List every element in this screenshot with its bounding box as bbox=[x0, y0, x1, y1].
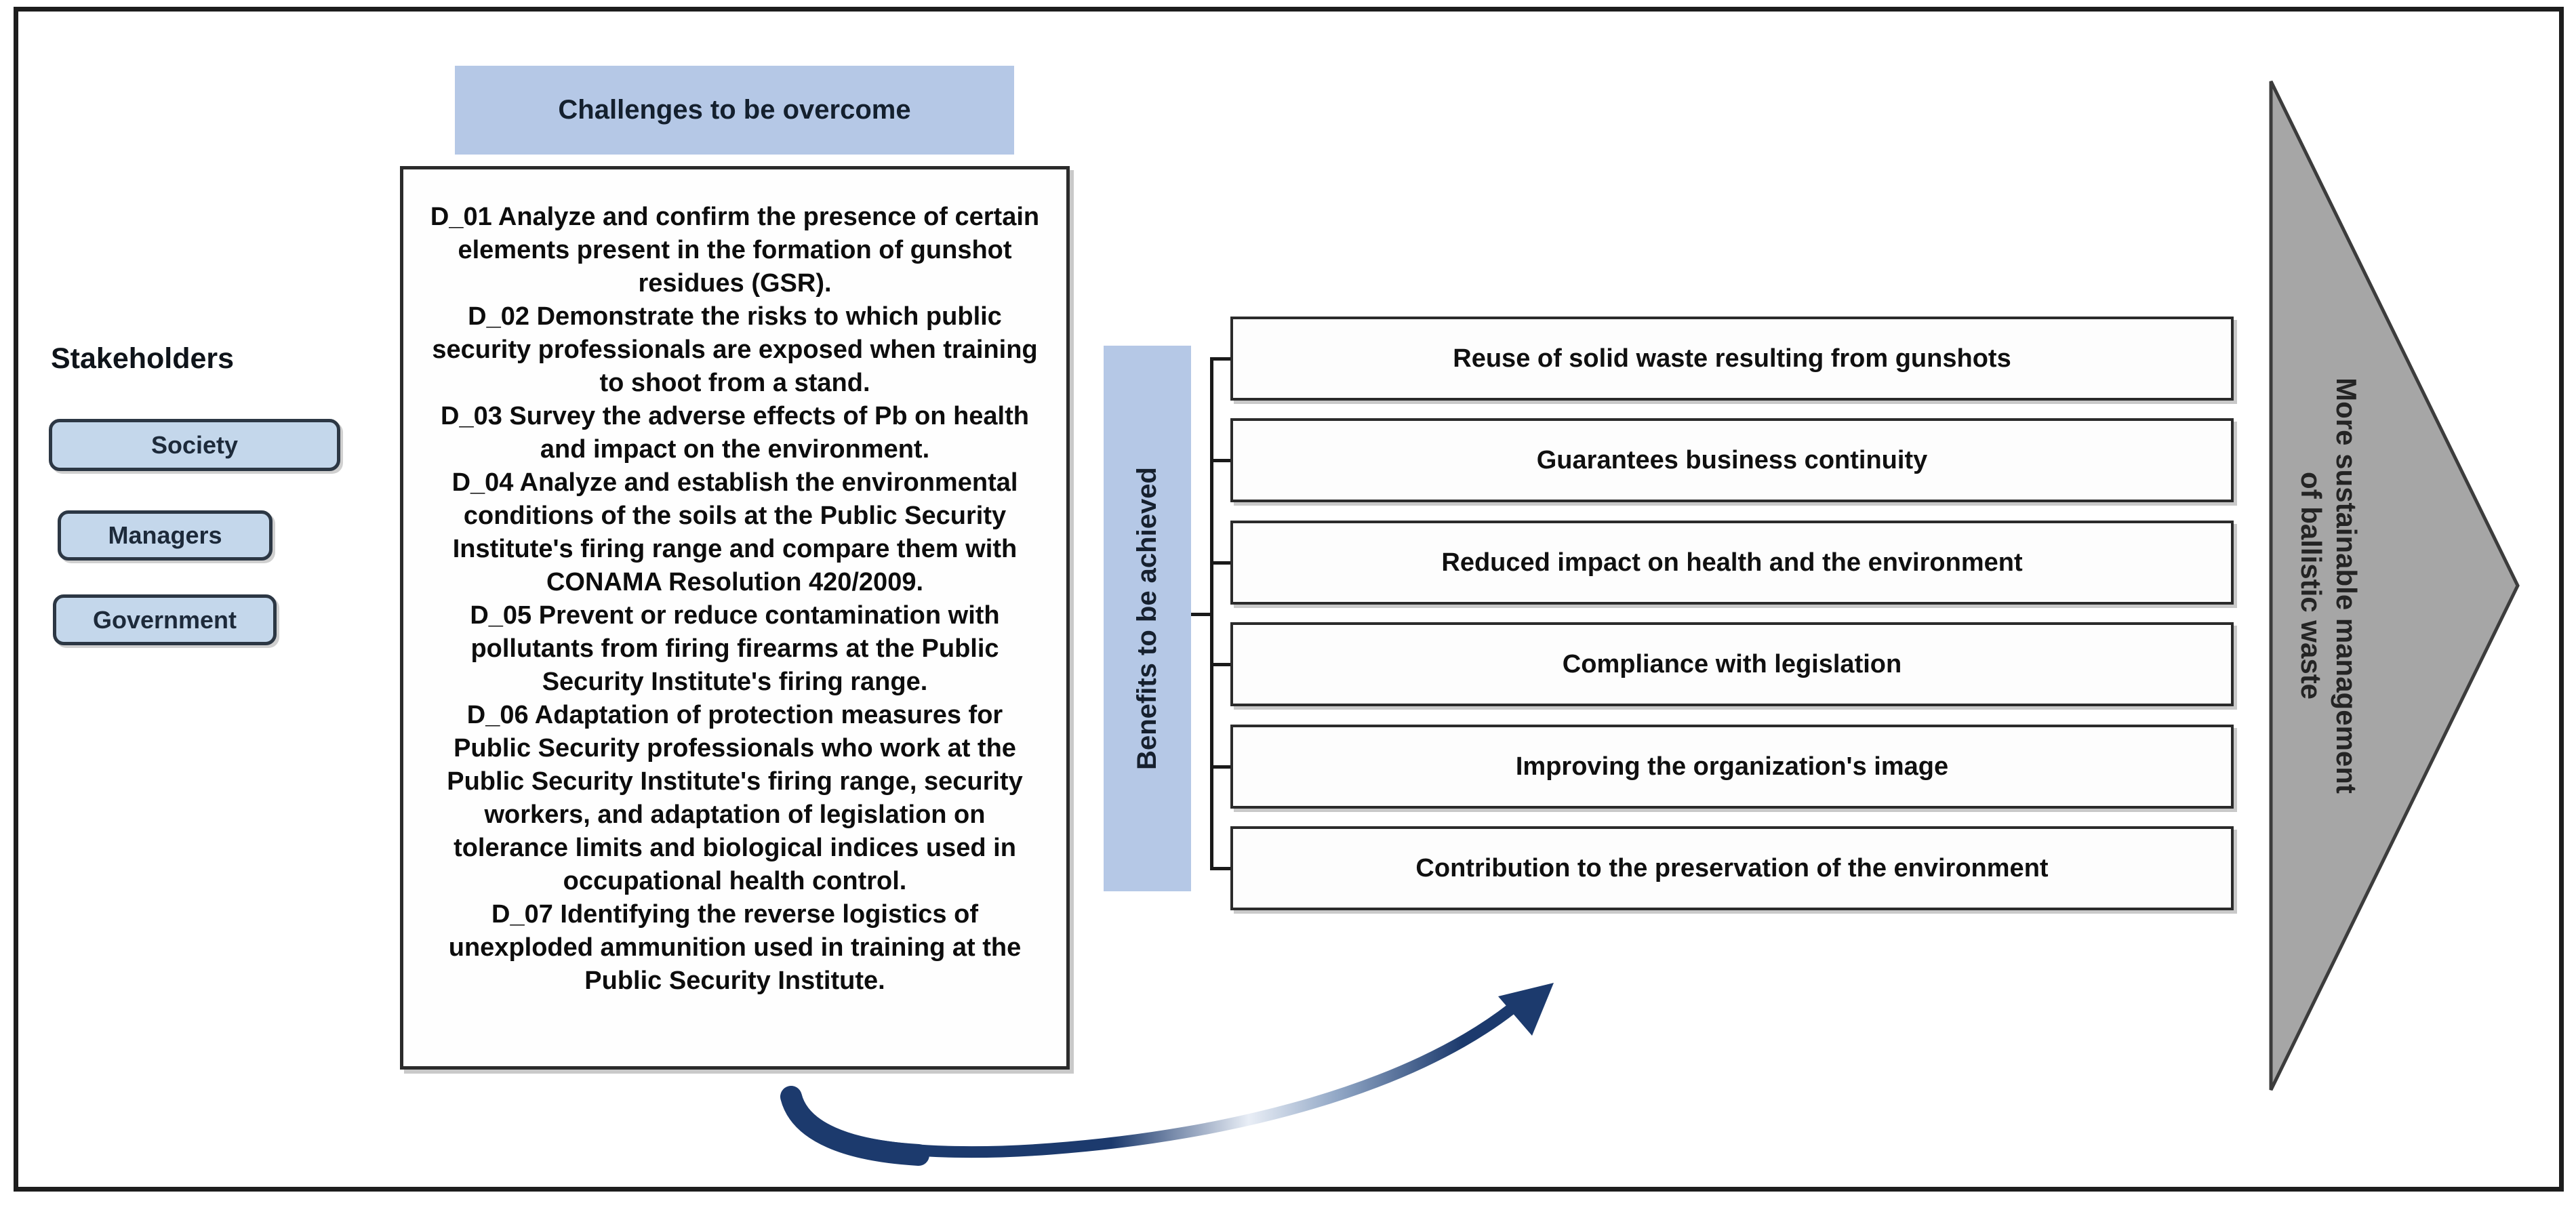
challenge-item-d06: D_06 Adaptation of protection measures f… bbox=[447, 701, 1023, 895]
benefit-box-image: Improving the organization's image bbox=[1230, 725, 2234, 809]
benefits-label: Benefits to be achieved bbox=[1132, 467, 1162, 770]
benefit-box-compliance: Compliance with legislation bbox=[1230, 622, 2234, 706]
bracket-connector-2 bbox=[1210, 459, 1230, 462]
benefit-box-reduced-impact: Reduced impact on health and the environ… bbox=[1230, 521, 2234, 605]
bracket-connector-4 bbox=[1210, 663, 1230, 666]
challenges-header: Challenges to be overcome bbox=[455, 66, 1014, 155]
challenge-item-d03: D_03 Survey the adverse effects of Pb on… bbox=[441, 402, 1029, 464]
benefit-box-reuse: Reuse of solid waste resulting from guns… bbox=[1230, 317, 2234, 401]
bracket-connector-5 bbox=[1210, 765, 1230, 769]
outcome-label-line2: of ballistic waste bbox=[2295, 471, 2327, 700]
bracket-connector-1 bbox=[1210, 357, 1230, 361]
challenge-item-d02: D_02 Demonstrate the risks to which publ… bbox=[432, 302, 1038, 397]
bracket-connector-3 bbox=[1210, 561, 1230, 565]
benefits-label-box bbox=[1104, 346, 1191, 891]
stakeholder-managers: Managers bbox=[58, 510, 273, 561]
challenge-item-d05: D_05 Prevent or reduce contamination wit… bbox=[470, 601, 1000, 696]
challenge-item-d04: D_04 Analyze and establish the environme… bbox=[451, 468, 1018, 596]
challenge-item-d01: D_01 Analyze and confirm the presence of… bbox=[430, 203, 1040, 298]
stakeholder-government: Government bbox=[53, 594, 277, 645]
bracket-connector-6 bbox=[1210, 867, 1230, 870]
bracket-spine bbox=[1210, 357, 1213, 870]
benefit-box-continuity: Guarantees business continuity bbox=[1230, 418, 2234, 502]
challenge-item-d07: D_07 Identifying the reverse logistics o… bbox=[448, 900, 1022, 995]
outcome-label: More sustainable management of ballistic… bbox=[2289, 348, 2364, 823]
curved-flow-arrow bbox=[780, 983, 1554, 1166]
bracket-label-connector bbox=[1191, 613, 1213, 616]
stakeholder-society: Society bbox=[49, 419, 340, 471]
outcome-triangle-arrow bbox=[2269, 80, 2520, 1091]
stakeholders-title: Stakeholders bbox=[51, 342, 235, 375]
challenges-box: D_01 Analyze and confirm the presence of… bbox=[400, 166, 1070, 1070]
benefit-box-environment: Contribution to the preservation of the … bbox=[1230, 826, 2234, 910]
outcome-label-line1: More sustainable management bbox=[2331, 378, 2362, 794]
